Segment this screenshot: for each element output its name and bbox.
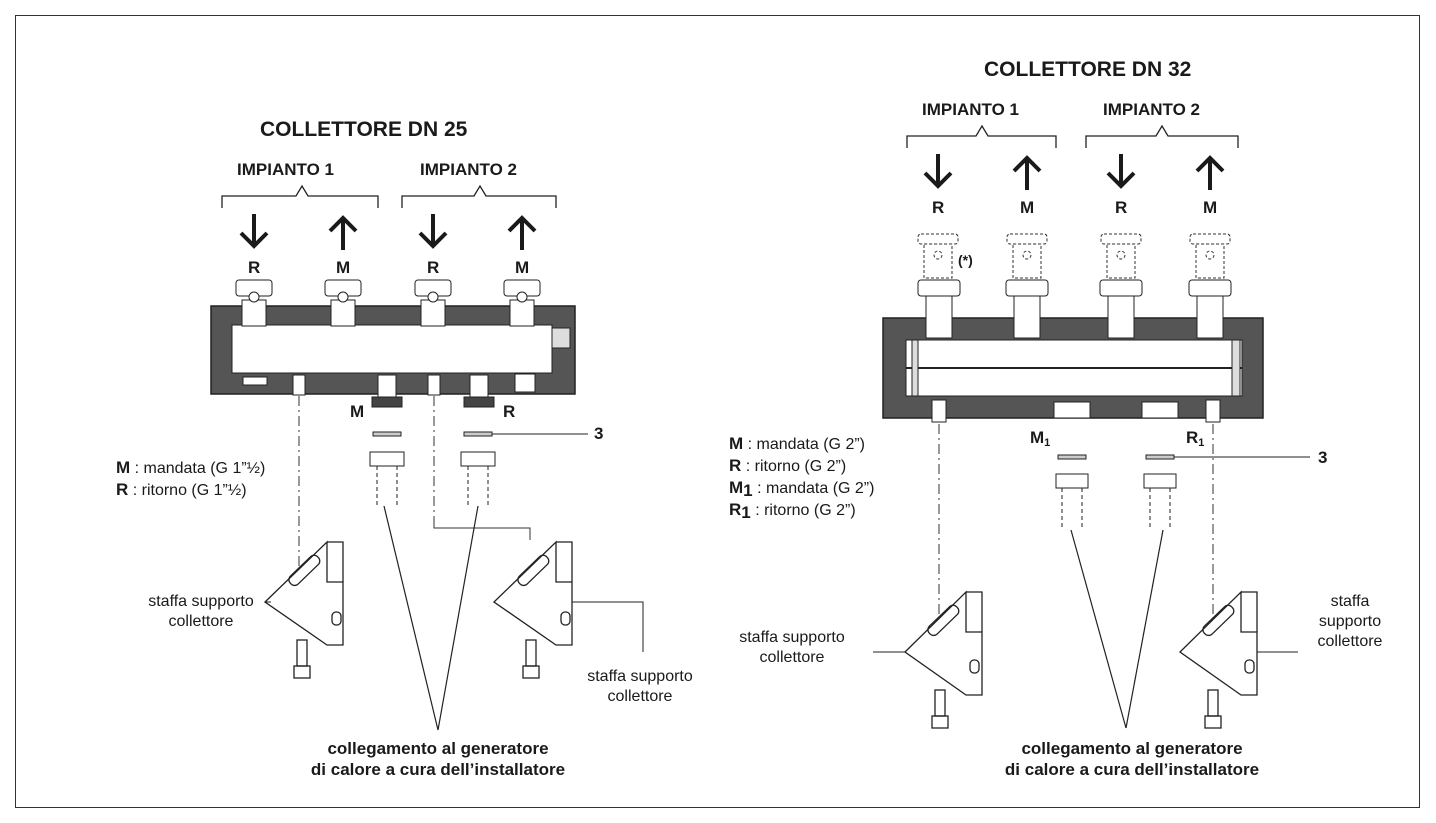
left-flow-arrows xyxy=(239,214,537,250)
arrow-down-icon xyxy=(418,214,448,249)
right-legend-r: R : ritorno (G 2”) xyxy=(729,456,847,475)
left-bracket-b xyxy=(492,540,573,679)
left-ref-3: 3 xyxy=(594,424,604,443)
arrow-up-icon xyxy=(507,215,537,250)
right-group-braces xyxy=(906,124,1239,148)
left-generator-note: collegamento al generatore di calore a c… xyxy=(310,739,566,779)
left-group-braces xyxy=(221,184,557,208)
right-generator-note: collegamento al generatore di calore a c… xyxy=(1004,739,1260,779)
right-legend-m1: M1 : mandata (G 2”) xyxy=(729,478,875,500)
right-impianto-1: IMPIANTO 1 xyxy=(922,100,1019,119)
valve-icon xyxy=(917,233,959,279)
left-port-r2: R xyxy=(427,258,440,277)
figure-frame xyxy=(15,15,1420,808)
left-bracket-label-b: staffa supporto collettore xyxy=(587,668,693,705)
left-port-m1: M xyxy=(336,258,351,277)
left-port-m2: M xyxy=(515,258,530,277)
left-gaskets-nuts xyxy=(369,431,588,506)
valve-icon xyxy=(503,279,541,327)
right-port-m1: M xyxy=(1020,198,1035,217)
right-bottom-r1: R1 xyxy=(1186,428,1205,449)
arrow-down-icon xyxy=(239,214,269,249)
right-bracket-b xyxy=(1178,590,1258,729)
right-legend-m: M : mandata (G 2”) xyxy=(729,434,865,453)
valve-icon xyxy=(1100,233,1142,279)
left-port-r1: R xyxy=(248,258,261,277)
left-axis-offset xyxy=(433,522,531,540)
arrow-up-icon xyxy=(1195,155,1225,190)
left-generator-lines xyxy=(383,505,479,731)
right-bracket-a xyxy=(903,590,983,729)
right-optional-valves xyxy=(917,233,1231,279)
leader-line xyxy=(572,601,644,652)
left-manifold xyxy=(210,279,576,408)
left-bracket-label-a: staffa supporto collettore xyxy=(148,593,254,630)
arrow-up-icon xyxy=(1012,155,1042,190)
right-generator-lines xyxy=(1070,529,1164,729)
valve-icon xyxy=(1006,233,1048,279)
right-flow-arrows xyxy=(923,154,1225,190)
left-legend-m: M : mandata (G 1”½) xyxy=(116,458,266,477)
left-legend-r: R : ritorno (G 1”½) xyxy=(116,480,247,499)
right-port-r1: R xyxy=(932,198,945,217)
arrow-down-icon xyxy=(1106,154,1136,189)
valve-icon xyxy=(324,279,362,327)
right-port-m2: M xyxy=(1203,198,1218,217)
right-asterisk-note: (*) xyxy=(958,252,973,268)
valve-icon xyxy=(235,279,273,327)
left-bottom-r: R xyxy=(503,402,516,421)
right-ref-3: 3 xyxy=(1318,448,1328,467)
left-dash-dot-axes xyxy=(298,396,435,600)
right-impianto-2: IMPIANTO 2 xyxy=(1103,100,1200,119)
right-manifold xyxy=(882,279,1264,423)
right-bottom-m1: M1 xyxy=(1030,428,1051,449)
right-dash-dot-axes xyxy=(938,424,1214,620)
left-impianto-1: IMPIANTO 1 xyxy=(237,160,334,179)
right-port-r2: R xyxy=(1115,198,1128,217)
right-gaskets-nuts xyxy=(1055,454,1310,530)
left-impianto-2: IMPIANTO 2 xyxy=(420,160,517,179)
arrow-down-icon xyxy=(923,154,953,189)
right-bracket-label-b: staffa supporto collettore xyxy=(1317,593,1383,650)
right-bracket-label-a: staffa supporto collettore xyxy=(739,629,845,666)
right-title: COLLETTORE DN 32 xyxy=(984,58,1192,81)
left-bracket-a xyxy=(263,540,344,679)
arrow-up-icon xyxy=(328,215,358,250)
valve-icon xyxy=(414,279,452,327)
left-bottom-m: M xyxy=(350,402,365,421)
left-title: COLLETTORE DN 25 xyxy=(260,118,468,141)
valve-icon xyxy=(1189,233,1231,279)
right-legend-r1: R1 : ritorno (G 2”) xyxy=(729,500,856,522)
